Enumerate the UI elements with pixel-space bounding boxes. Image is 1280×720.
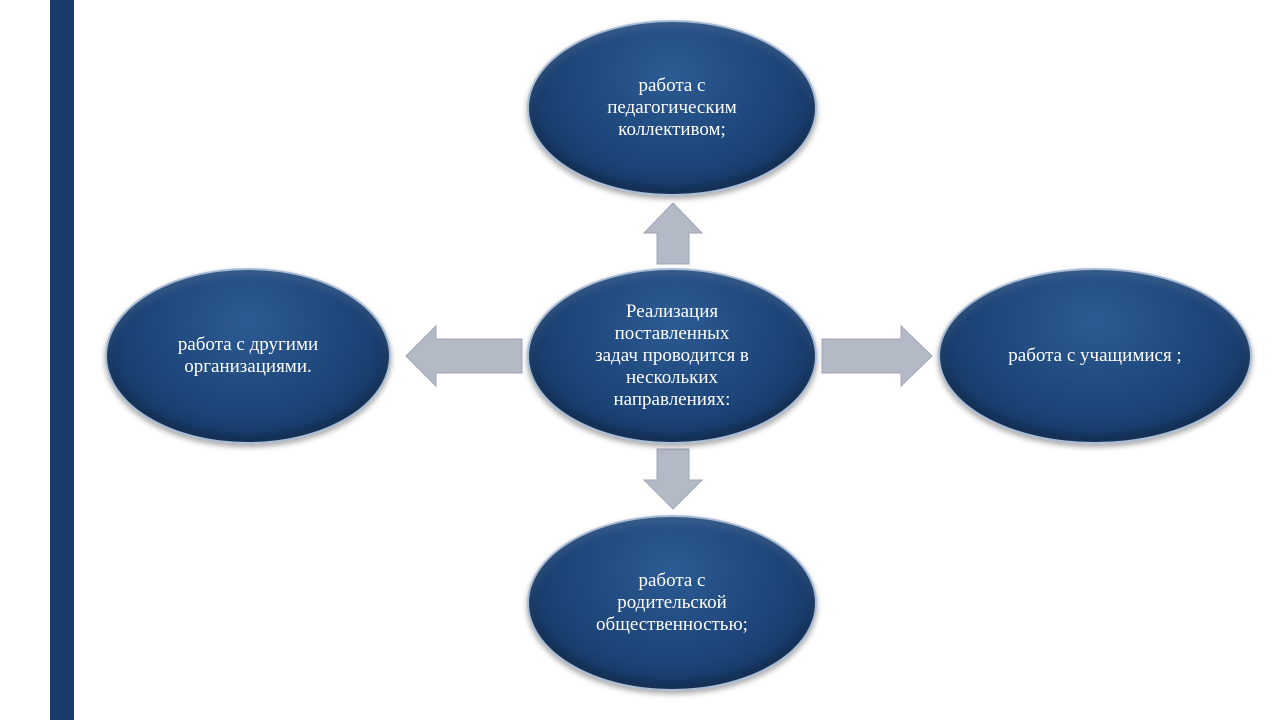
arrow-right-icon [821,325,933,387]
node-left-organizations: работа с другими организациями. [105,268,391,444]
slide-accent-bar [50,0,74,720]
node-bottom-parents: работа с родительской общественностью; [527,515,817,691]
node-left-label: работа с другими организациями. [177,334,319,377]
node-right-label: работа с учащимися ; [1008,345,1182,366]
node-bottom-label: работа с родительской общественностью; [596,570,748,635]
node-right-students: работа с учащимися ; [938,268,1252,444]
node-top-teaching-staff: работа с педагогическим коллективом; [527,20,817,196]
arrow-up-icon [642,203,704,265]
node-center-main: Реализация поставленных задач проводится… [527,268,817,444]
arrow-left-icon [405,325,523,387]
node-top-label: работа с педагогическим коллективом; [607,75,737,140]
arrow-down-icon [642,448,704,510]
node-center-label: Реализация поставленных задач проводится… [595,301,749,410]
